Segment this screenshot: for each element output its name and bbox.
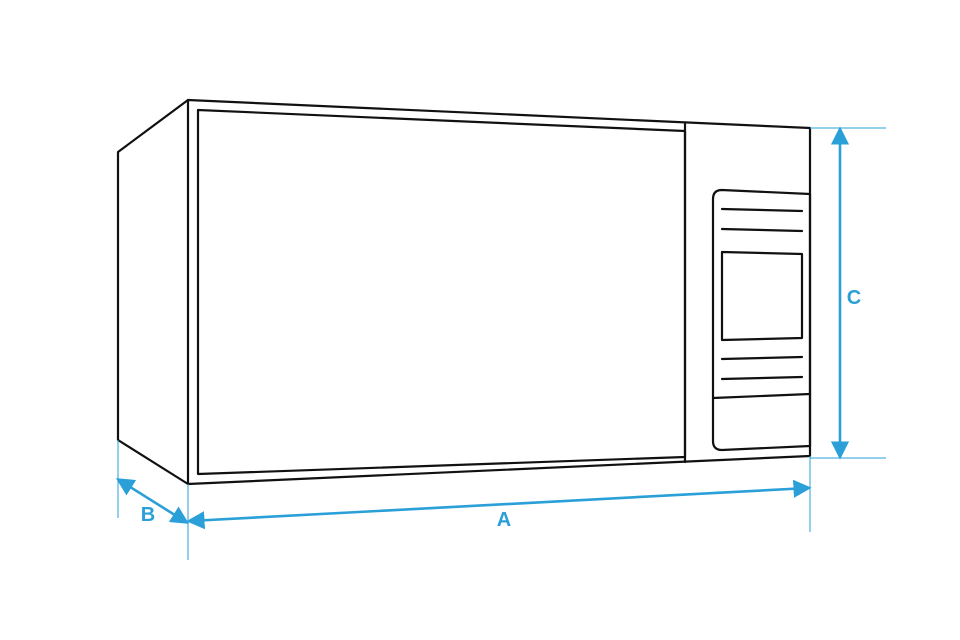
control-panel: [711, 188, 812, 452]
control-panel-bezel: [711, 188, 812, 452]
control-panel-display: [720, 250, 804, 342]
width-dimension-arrow: [186, 479, 812, 530]
microwave: [116, 98, 812, 486]
microwave-front-face: [186, 98, 812, 486]
control-panel-line-2: [720, 227, 804, 233]
dimension-arrows: [115, 126, 850, 530]
microwave-door-window: [196, 108, 687, 476]
control-panel-line-4: [720, 375, 804, 381]
control-panel-line-3: [720, 355, 804, 361]
depth-dimension-label: B: [141, 504, 155, 526]
control-panel-line-5: [711, 392, 812, 400]
height-dimension-label: C: [847, 287, 861, 309]
microwave-side-panel: [116, 98, 190, 486]
depth-dimension-arrow: [115, 478, 190, 524]
width-dimension-label: A: [497, 509, 511, 531]
control-panel-line-1: [720, 207, 804, 213]
